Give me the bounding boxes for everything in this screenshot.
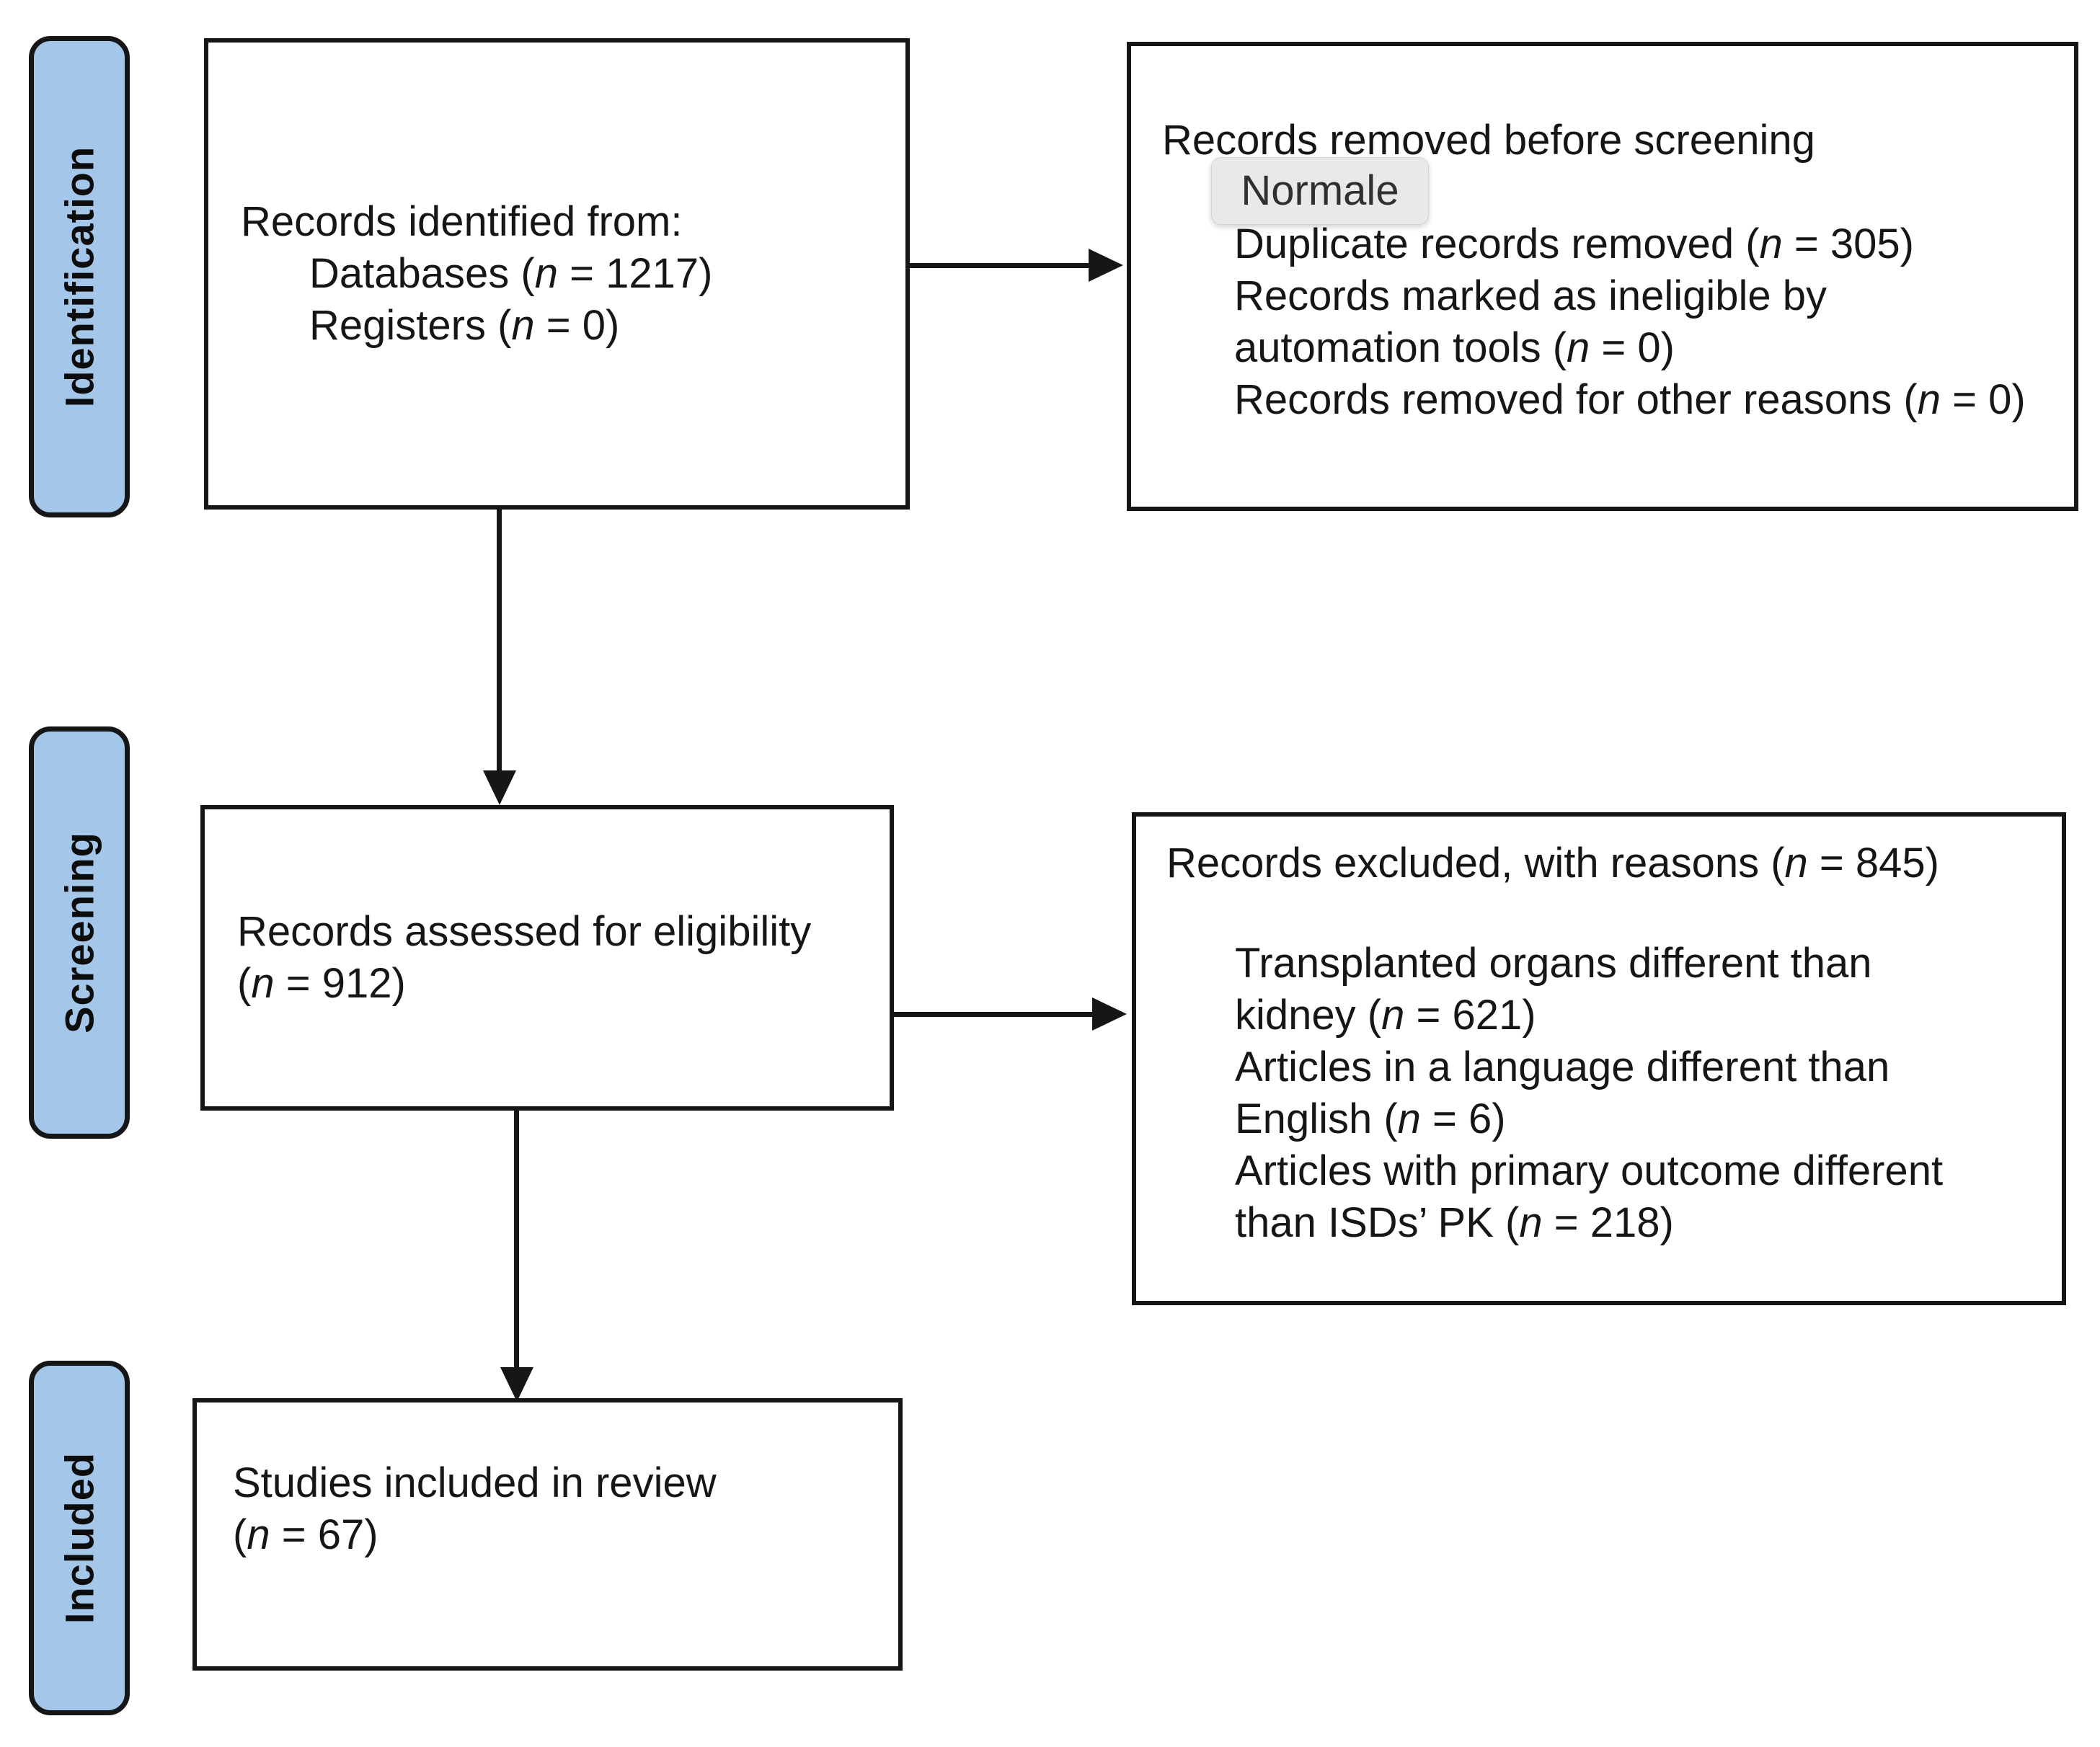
records-removed-items: Duplicate records removed (n = 305) Reco… — [1234, 218, 2038, 426]
stage-screening-label: Screening — [56, 832, 102, 1033]
records-removed-item-other: Records removed for other reasons (n = 0… — [1234, 376, 2026, 423]
box-records-identified: Records identified from: Databases (n = … — [204, 38, 910, 510]
box-records-identified-content: Records identified from: Databases (n = … — [208, 43, 905, 505]
stage-identification-label: Identification — [56, 146, 102, 408]
arrow-identified-to-assessed-line — [497, 510, 502, 770]
records-identified-item-registers: Registers (n = 0) — [309, 302, 620, 349]
records-removed-title: Records removed before screening — [1162, 117, 1815, 164]
arrow-assessed-to-included-line — [514, 1111, 519, 1367]
records-excluded-title: Records excluded, with reasons (n = 845) — [1166, 840, 1939, 886]
arrow-assessed-to-excluded-line — [894, 1012, 1092, 1017]
arrow-identified-to-removed-head — [1089, 249, 1123, 282]
box-records-assessed: Records assessed for eligibility (n = 91… — [200, 805, 894, 1111]
stage-screening: Screening — [29, 726, 130, 1139]
box-studies-included: Studies included in review (n = 67) — [192, 1398, 903, 1671]
records-identified-title: Records identified from: — [241, 198, 683, 245]
arrow-identified-to-assessed-head — [483, 770, 516, 805]
records-excluded-item-outcome: Articles with primary outcome different … — [1235, 1147, 1944, 1246]
studies-included-line2: (n = 67) — [233, 1511, 378, 1558]
studies-included-line1: Studies included in review — [233, 1459, 717, 1506]
records-removed-item-automation: Records marked as ineligible by automati… — [1234, 272, 1827, 371]
arrow-assessed-to-excluded-head — [1092, 997, 1127, 1031]
records-removed-item-duplicates: Duplicate records removed (n = 305) — [1234, 221, 1914, 267]
box-records-removed: Records removed before screening Normale… — [1127, 42, 2078, 511]
stage-included-label: Included — [56, 1452, 102, 1624]
box-studies-included-content: Studies included in review (n = 67) — [197, 1403, 898, 1666]
stage-identification: Identification — [29, 36, 130, 517]
records-excluded-items: Transplanted organs different than kidne… — [1235, 938, 1999, 1249]
stage-included: Included — [29, 1361, 130, 1715]
box-records-assessed-content: Records assessed for eligibility (n = 91… — [205, 809, 890, 1106]
records-assessed-line1: Records assessed for eligibility — [237, 908, 812, 955]
box-records-excluded: Records excluded, with reasons (n = 845)… — [1132, 812, 2066, 1305]
records-assessed-line2: (n = 912) — [237, 960, 406, 1007]
records-excluded-item-language: Articles in a language different than En… — [1235, 1044, 1890, 1142]
box-records-removed-content: Records removed before screening Normale… — [1131, 46, 2074, 507]
style-name-tooltip: Normale — [1211, 157, 1429, 225]
box-records-excluded-content: Records excluded, with reasons (n = 845)… — [1136, 817, 2062, 1301]
records-identified-item-databases: Databases (n = 1217) — [309, 250, 713, 297]
records-excluded-item-organs: Transplanted organs different than kidne… — [1235, 940, 1872, 1039]
style-name-tooltip-label: Normale — [1241, 167, 1399, 214]
arrow-assessed-to-included-head — [500, 1367, 533, 1402]
arrow-identified-to-removed-line — [910, 263, 1089, 268]
